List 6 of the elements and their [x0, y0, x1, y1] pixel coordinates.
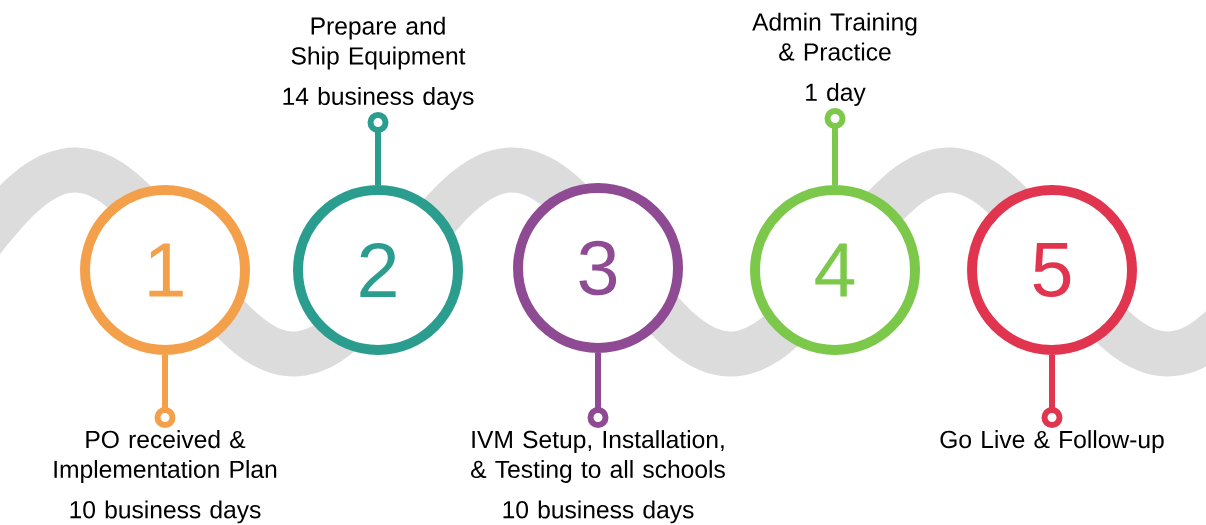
step-label: IVM Setup, Installation, & Testing to all schools 10 business days [471, 430, 725, 524]
step-label: Admin Training & Practice 1 day [752, 12, 917, 106]
step-label: Prepare and Ship Equipment 14 business days [283, 16, 474, 110]
node-label: 5 [1033, 243, 1071, 297]
step-label: Go Live & Follow-up [940, 430, 1164, 454]
step-label: PO received & Implementation Plan 10 business days [54, 430, 277, 524]
